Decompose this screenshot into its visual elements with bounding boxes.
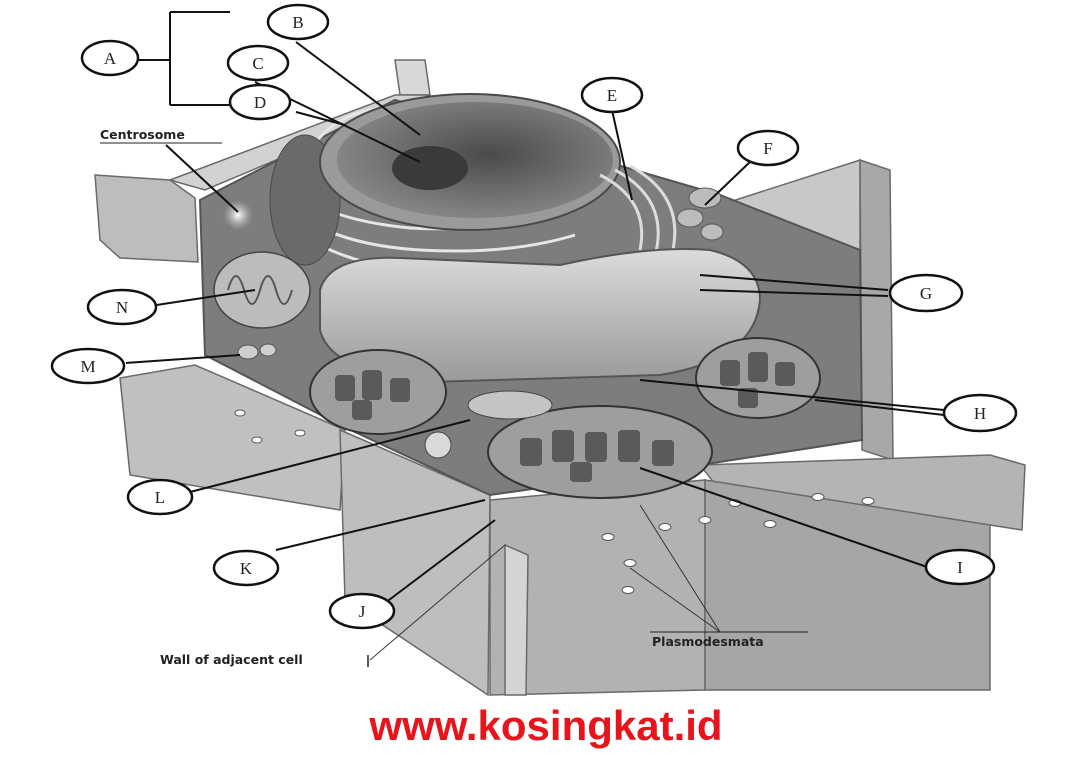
secretory-vesicles xyxy=(676,187,724,241)
vesicle-l xyxy=(424,431,452,459)
label-m: M xyxy=(80,357,95,376)
plasmodesmata-pits xyxy=(234,409,875,594)
label-n: N xyxy=(116,298,128,317)
label-k: K xyxy=(240,559,253,578)
label-i: I xyxy=(957,558,963,577)
label-d: D xyxy=(254,93,266,112)
label-c: C xyxy=(252,54,263,73)
pointer-lines-thin xyxy=(369,504,721,661)
label-a: A xyxy=(104,49,117,68)
label-bubbles xyxy=(50,3,1018,630)
website-watermark: www.kosingkat.id xyxy=(369,702,723,749)
centrosome xyxy=(223,200,253,230)
centrosome-annotation: Centrosome xyxy=(100,127,185,142)
label-leaders xyxy=(125,11,945,604)
wall-adjacent-annotation: Wall of adjacent cell xyxy=(160,652,303,667)
nucleoplasm xyxy=(337,102,613,218)
golgi-apparatus xyxy=(599,164,677,255)
chloroplast-left xyxy=(309,349,447,435)
label-letters: A B C D E F G H I J K L M N xyxy=(80,13,986,621)
small-vesicles xyxy=(237,343,277,360)
label-l: L xyxy=(155,488,165,507)
mitochondrion-small xyxy=(467,390,553,420)
label-f: F xyxy=(763,139,772,158)
chloroplast-bottom xyxy=(487,405,713,499)
label-e: E xyxy=(607,86,617,105)
label-j: J xyxy=(359,602,366,621)
label-g: G xyxy=(920,284,932,303)
label-b: B xyxy=(292,13,303,32)
plasmodesmata-annotation: Plasmodesmata xyxy=(652,634,764,649)
mitochondrion xyxy=(213,251,311,329)
nucleolus xyxy=(392,146,468,190)
chloroplast-right xyxy=(695,337,821,419)
label-h: H xyxy=(974,404,986,423)
